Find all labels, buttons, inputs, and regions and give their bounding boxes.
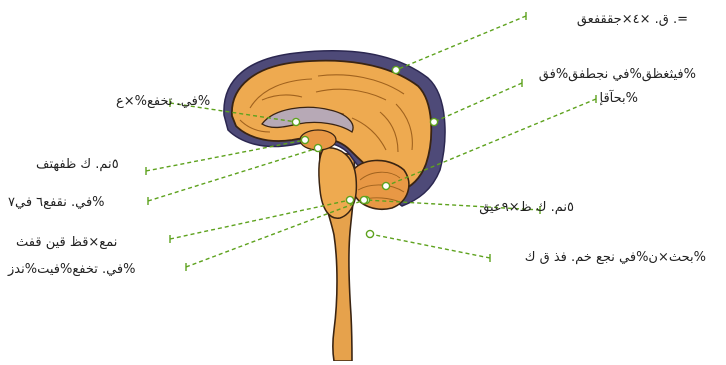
label-midbrain: نمع×قظ قين قفث — [16, 235, 117, 251]
leader-medulla — [366, 230, 490, 262]
label-cerebrum: %فيثغظق%في نجطفق%فق — [539, 67, 696, 83]
label-medulla: %بحث×ن%في نجع خم. فذ ق ك — [525, 250, 706, 266]
leader-cerebral-cortex — [392, 12, 526, 74]
label-thalamus: ٥نم. ك ظفهتف — [36, 157, 119, 173]
label-corpus-callosum: %في. تخفع%×ع — [116, 94, 210, 110]
label-cerebellum: ٥نم. ك ظ×٩عيق — [479, 200, 574, 216]
label-brain-region-3: %بحآقإ — [600, 91, 639, 107]
label-pons: %في. تخفع%فيت%ندز — [8, 262, 136, 278]
label-hypothalamus: %في. نقفع٦ في٧ — [8, 195, 105, 211]
label-cerebral-cortex: =. ق. ×٤×جققفعق — [577, 12, 688, 28]
leader-hypothalamus — [148, 144, 322, 205]
